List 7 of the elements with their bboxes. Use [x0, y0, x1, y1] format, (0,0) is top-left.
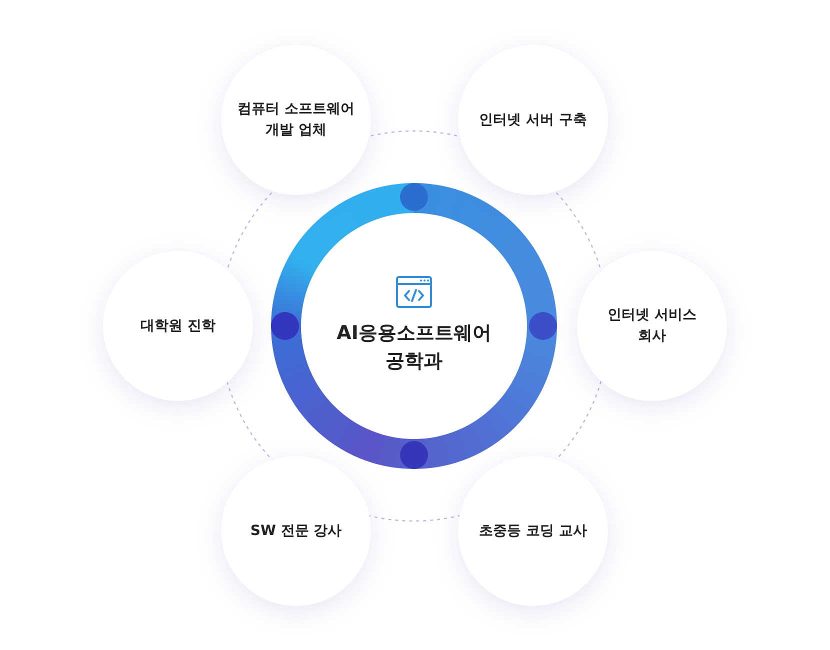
career-label: 인터넷 서비스 회사	[606, 306, 698, 346]
career-label: 컴퓨터 소프트웨어 개발 업체	[236, 100, 356, 140]
career-label: SW 전문 강사	[250, 522, 342, 540]
career-label: 대학원 진학	[140, 316, 216, 336]
career-label: 인터넷 서버 구축	[479, 110, 587, 130]
career-label: 초중등 코딩 교사	[479, 522, 587, 540]
department-title: AI응용소프트웨어 공학과	[336, 321, 492, 374]
